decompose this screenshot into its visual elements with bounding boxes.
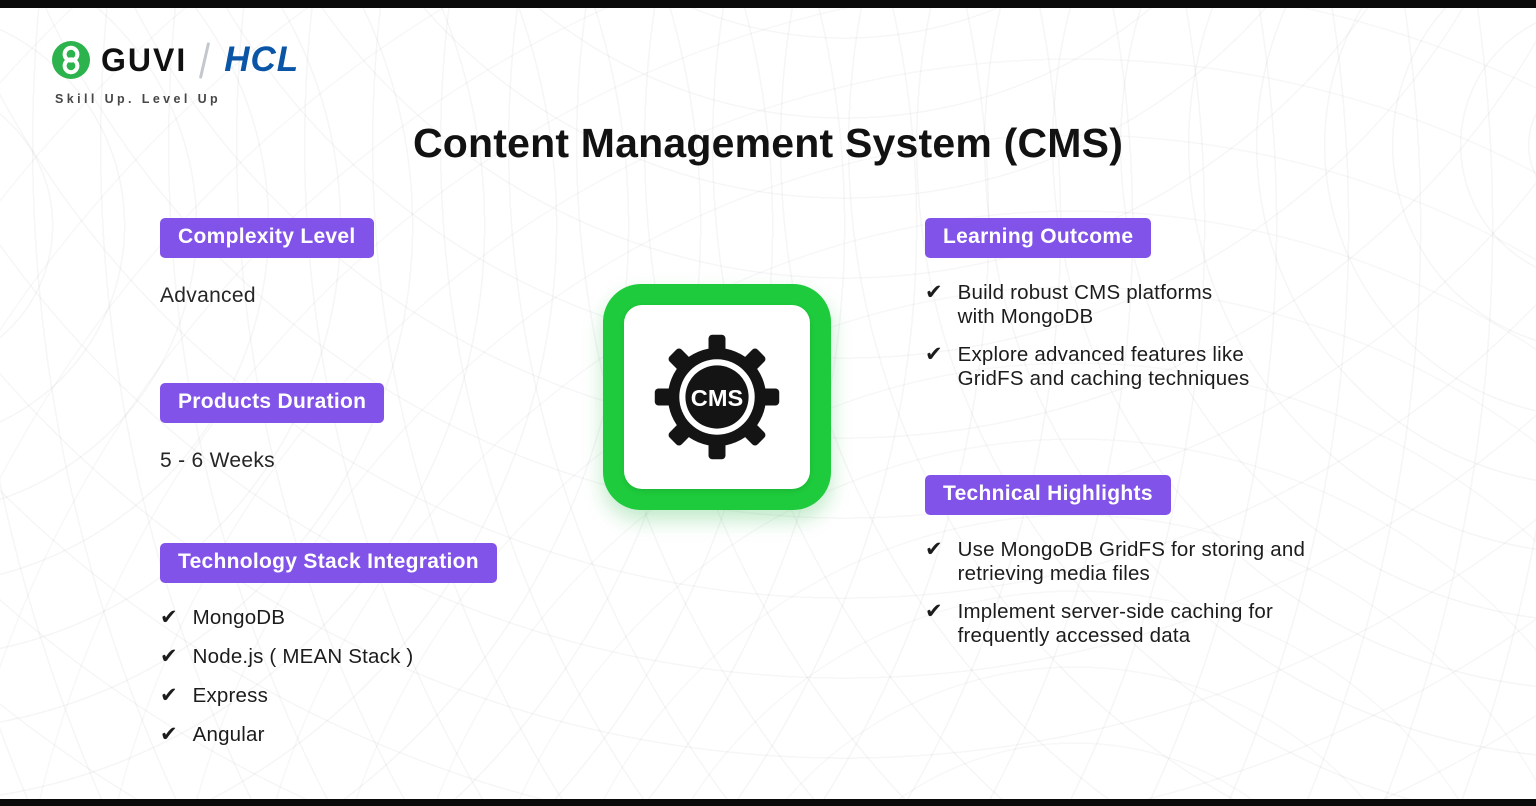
duration-value: 5 - 6 Weeks	[160, 449, 275, 472]
cms-tile-inner: CMS	[624, 305, 810, 489]
check-icon: ✔	[925, 600, 943, 624]
section-tech-stack: Technology Stack Integration ✔ MongoDB ✔ No…	[160, 543, 497, 763]
duration-badge: Products Duration	[160, 383, 385, 423]
page-title: Content Management System (CMS)	[412, 120, 1124, 166]
check-item: ✔ Build robust CMS platforms with MongoDB	[925, 281, 1385, 328]
check-icon: ✔	[925, 343, 943, 367]
complexity-badge: Complexity Level	[160, 218, 374, 258]
check-item: ✔ Node.js ( MEAN Stack )	[160, 645, 497, 669]
complexity-value: Advanced	[160, 284, 256, 307]
check-item-label: MongoDB	[192, 606, 286, 629]
check-item: ✔ Implement server-side caching for frequ…	[925, 600, 1395, 647]
tech-stack-badge: Technology Stack Integration	[160, 543, 497, 583]
check-icon: ✔	[925, 538, 943, 561]
guvi-logo-icon	[52, 41, 90, 79]
check-icon: ✔	[925, 281, 943, 304]
technical-highlights-list: ✔ Use MongoDB GridFS for storing and retr…	[925, 538, 1395, 647]
check-item-label: Node.js ( MEAN Stack )	[192, 645, 414, 669]
cms-tile: CMS	[603, 284, 831, 510]
check-item-label: Angular	[192, 723, 265, 747]
check-item-label: Implement server-side caching for freque…	[957, 600, 1273, 647]
brand-separator	[199, 41, 211, 79]
check-icon: ✔	[160, 684, 178, 708]
section-complexity: Complexity Level Advanced	[160, 218, 374, 308]
bottom-bar	[0, 799, 1536, 806]
learning-outcome-badge: Learning Outcome	[925, 218, 1152, 258]
cms-gear-icon: CMS	[654, 334, 780, 460]
section-learning-outcome: Learning Outcome ✔ Build robust CMS platf…	[925, 218, 1385, 405]
cms-gear-label: CMS	[691, 385, 743, 411]
check-item: ✔ Use MongoDB GridFS for storing and retr…	[925, 538, 1395, 585]
hcl-logo: HCL	[224, 40, 300, 79]
brand-tagline: Skill Up. Level Up	[55, 92, 222, 106]
check-icon: ✔	[160, 723, 178, 747]
check-item-label: Use MongoDB GridFS for storing and retri…	[957, 538, 1306, 585]
technical-highlights-badge: Technical Highlights	[925, 475, 1171, 515]
check-item-label: Explore advanced features like GridFS an…	[957, 343, 1250, 390]
top-bar	[0, 0, 1536, 8]
guvi-wordmark: GUVI	[101, 41, 188, 78]
check-item: ✔ Express	[160, 684, 497, 708]
check-item: ✔ MongoDB	[160, 606, 497, 630]
section-technical-highlights: Technical Highlights ✔ Use MongoDB GridFS…	[925, 475, 1395, 662]
check-icon: ✔	[160, 645, 178, 669]
check-item-label: Express	[192, 684, 269, 708]
check-icon: ✔	[160, 606, 178, 629]
section-duration: Products Duration 5 - 6 Weeks	[160, 383, 385, 473]
check-item: ✔ Explore advanced features like GridFS a…	[925, 343, 1385, 390]
check-item-label: Build robust CMS platforms with MongoDB	[957, 281, 1213, 328]
check-item: ✔ Angular	[160, 723, 497, 747]
brand-header: GUVI HCL	[52, 40, 299, 80]
learning-outcome-list: ✔ Build robust CMS platforms with MongoDB…	[925, 281, 1385, 390]
tech-stack-list: ✔MongoDB✔Node.js ( MEAN Stack )✔Express✔…	[160, 606, 497, 748]
